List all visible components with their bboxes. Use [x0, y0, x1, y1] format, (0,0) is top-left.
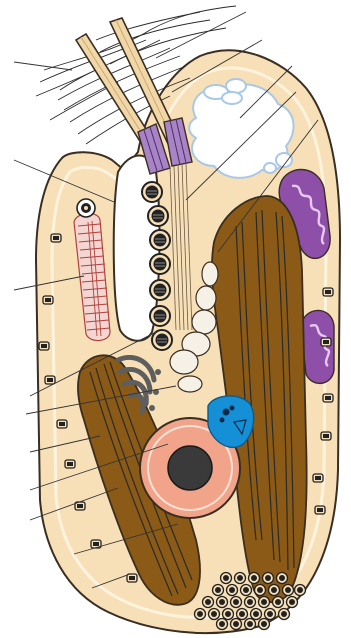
ejectosome-icon — [323, 394, 333, 402]
ejectosome-icon — [259, 597, 270, 608]
ejectosome-icon — [148, 206, 168, 226]
ejectosome-icon — [213, 585, 224, 596]
ejectosome-icon — [263, 573, 274, 584]
ejectosome-icon — [313, 474, 323, 482]
ejectosome-icon — [127, 574, 137, 582]
ejectosome-icon — [51, 234, 61, 242]
ejectosome-icon — [237, 609, 248, 620]
ejectosome-icon — [259, 619, 270, 630]
ejectosome-icon — [195, 609, 206, 620]
ejectosome-icon — [57, 420, 67, 428]
ejectosome-icon — [217, 597, 228, 608]
ejectosome-icon — [245, 619, 256, 630]
ejectosome-icon — [255, 585, 266, 596]
ejectosome-icon — [235, 573, 246, 584]
ejectosome-icon — [209, 609, 220, 620]
ejectosome-icon — [227, 585, 238, 596]
mitochondrion-lower — [301, 310, 334, 383]
ejectosome-icon — [279, 609, 290, 620]
ejectosome-icon — [150, 280, 170, 300]
leader-line — [14, 62, 72, 70]
ejectosome-icon — [249, 573, 260, 584]
ejectosome-icon — [221, 573, 232, 584]
ejectosome-icon — [150, 230, 170, 250]
ejectosome-icon — [150, 306, 170, 326]
ejectosome-icon — [142, 182, 162, 202]
ejectosome-icon — [223, 609, 234, 620]
ejectosome-icon — [273, 597, 284, 608]
ejectosome-icon — [241, 585, 252, 596]
ejectosome-icon — [323, 288, 333, 296]
ejectosome-icon — [45, 376, 55, 384]
ejectosome-icon — [217, 619, 228, 630]
ejectosome-icon — [277, 573, 288, 584]
ejectosome-icon — [321, 338, 331, 346]
ejectosome-icon — [265, 609, 276, 620]
ejectosome-icon — [43, 296, 53, 304]
ejectosome-icon — [287, 597, 298, 608]
ejectosome-icon — [150, 254, 170, 274]
ejectosome-icon — [39, 342, 49, 350]
ejectosome-icon — [283, 585, 294, 596]
ejectosome-icon — [65, 460, 75, 468]
ejectosome-icon — [231, 619, 242, 630]
ejectosome-icon — [231, 597, 242, 608]
ejectosome-icon — [203, 597, 214, 608]
ejectosome-icon — [295, 585, 306, 596]
ejectosome-icon — [245, 597, 256, 608]
ejectosome-icon — [321, 432, 331, 440]
ejectosome-icon — [251, 609, 262, 620]
ejectosome-icon — [269, 585, 280, 596]
ejectosome-icon — [315, 506, 325, 514]
